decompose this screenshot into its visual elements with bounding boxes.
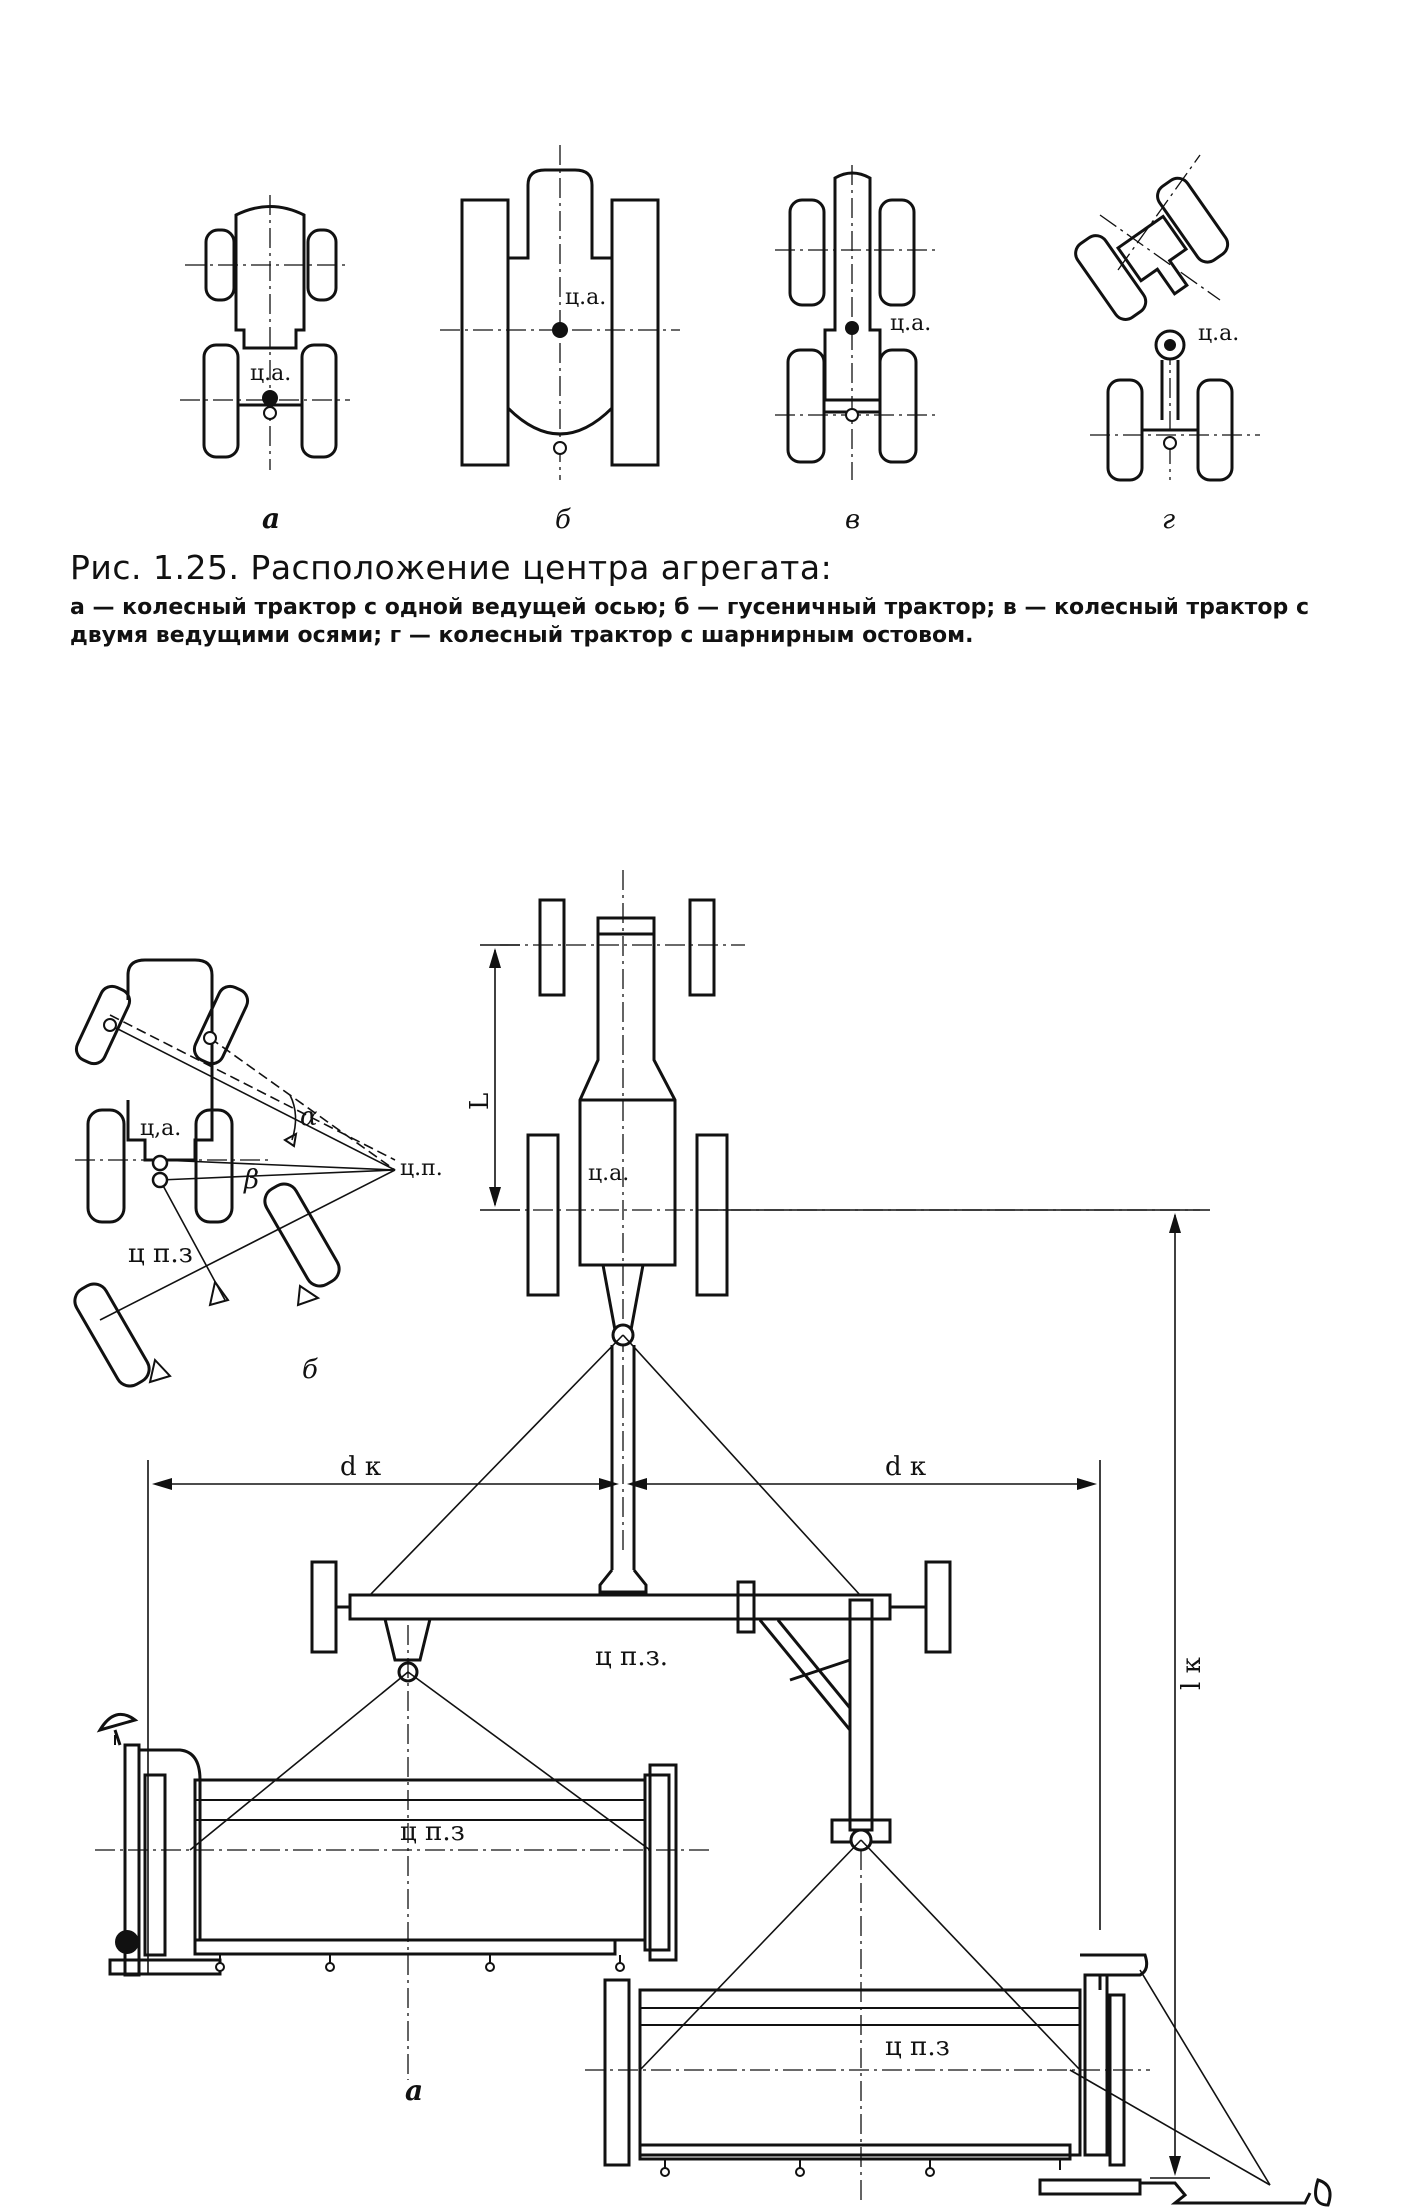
fig-a-label: ц.а. — [250, 361, 291, 386]
fig2-b-sublabel: б — [302, 1355, 318, 1385]
fig-b-sublabel: б — [555, 505, 571, 535]
fig2-a-dk-right: d к — [885, 1452, 926, 1482]
fig2-a-L: L — [465, 1093, 495, 1110]
fig-g-sublabel: г — [1162, 505, 1175, 535]
fig2-b-beta: β — [243, 1165, 259, 1195]
fig-b-label: ц.а. — [565, 285, 606, 310]
fig-a-center-dot — [262, 390, 278, 406]
fig-v-4wd-tractor: ц.а. в — [775, 165, 935, 535]
fig2-b-alpha: α — [300, 1102, 318, 1132]
fig2-a-lk: l к — [1177, 1657, 1207, 1690]
fig-v-sublabel: в — [845, 505, 860, 535]
fig2-a-ca: ц.а. — [588, 1161, 629, 1186]
fig2-a-dk-left: d к — [340, 1452, 381, 1482]
fig-b-crawler-tractor: ц.а. б — [440, 145, 680, 535]
fig2-b-cpz: ц п.з — [128, 1239, 193, 1269]
fig-a-sublabel: а — [262, 502, 280, 535]
fig1-caption-title: Рис. 1.25. Расположение центра агрегата: — [70, 548, 833, 587]
fig-g-articulated-tractor: ц.а. г — [1074, 154, 1260, 535]
fig-v-center-dot — [845, 321, 859, 335]
fig2-a-main-layout: ц.а. L ц п.з. d к d к — [95, 870, 1332, 2207]
fig-g-label: ц.а. — [1198, 321, 1239, 346]
fig2-a-cpz-left: ц п.з — [400, 1817, 465, 1847]
fig2-b-cp: ц.п. — [400, 1156, 443, 1181]
fig2-a-cpz-right: ц п.з — [885, 2032, 950, 2062]
fig1-caption-text: а — колесный трактор с одной ведущей ось… — [70, 595, 1309, 648]
fig-g-center-dot — [1164, 339, 1176, 351]
fig2-b-turn-diagram: α β ц,а. ц.п. ц п.з б — [73, 958, 443, 1388]
fig-v-label: ц.а. — [890, 311, 931, 336]
fig2-a-sublabel: а — [405, 2074, 423, 2107]
fig2-a-cpz-hitch: ц п.з. — [595, 1642, 668, 1672]
fig-b-center-dot — [552, 322, 568, 338]
fig-a-wheeled-tractor: ц.а. а — [180, 195, 350, 535]
fig2-b-ca: ц,а. — [140, 1116, 181, 1141]
